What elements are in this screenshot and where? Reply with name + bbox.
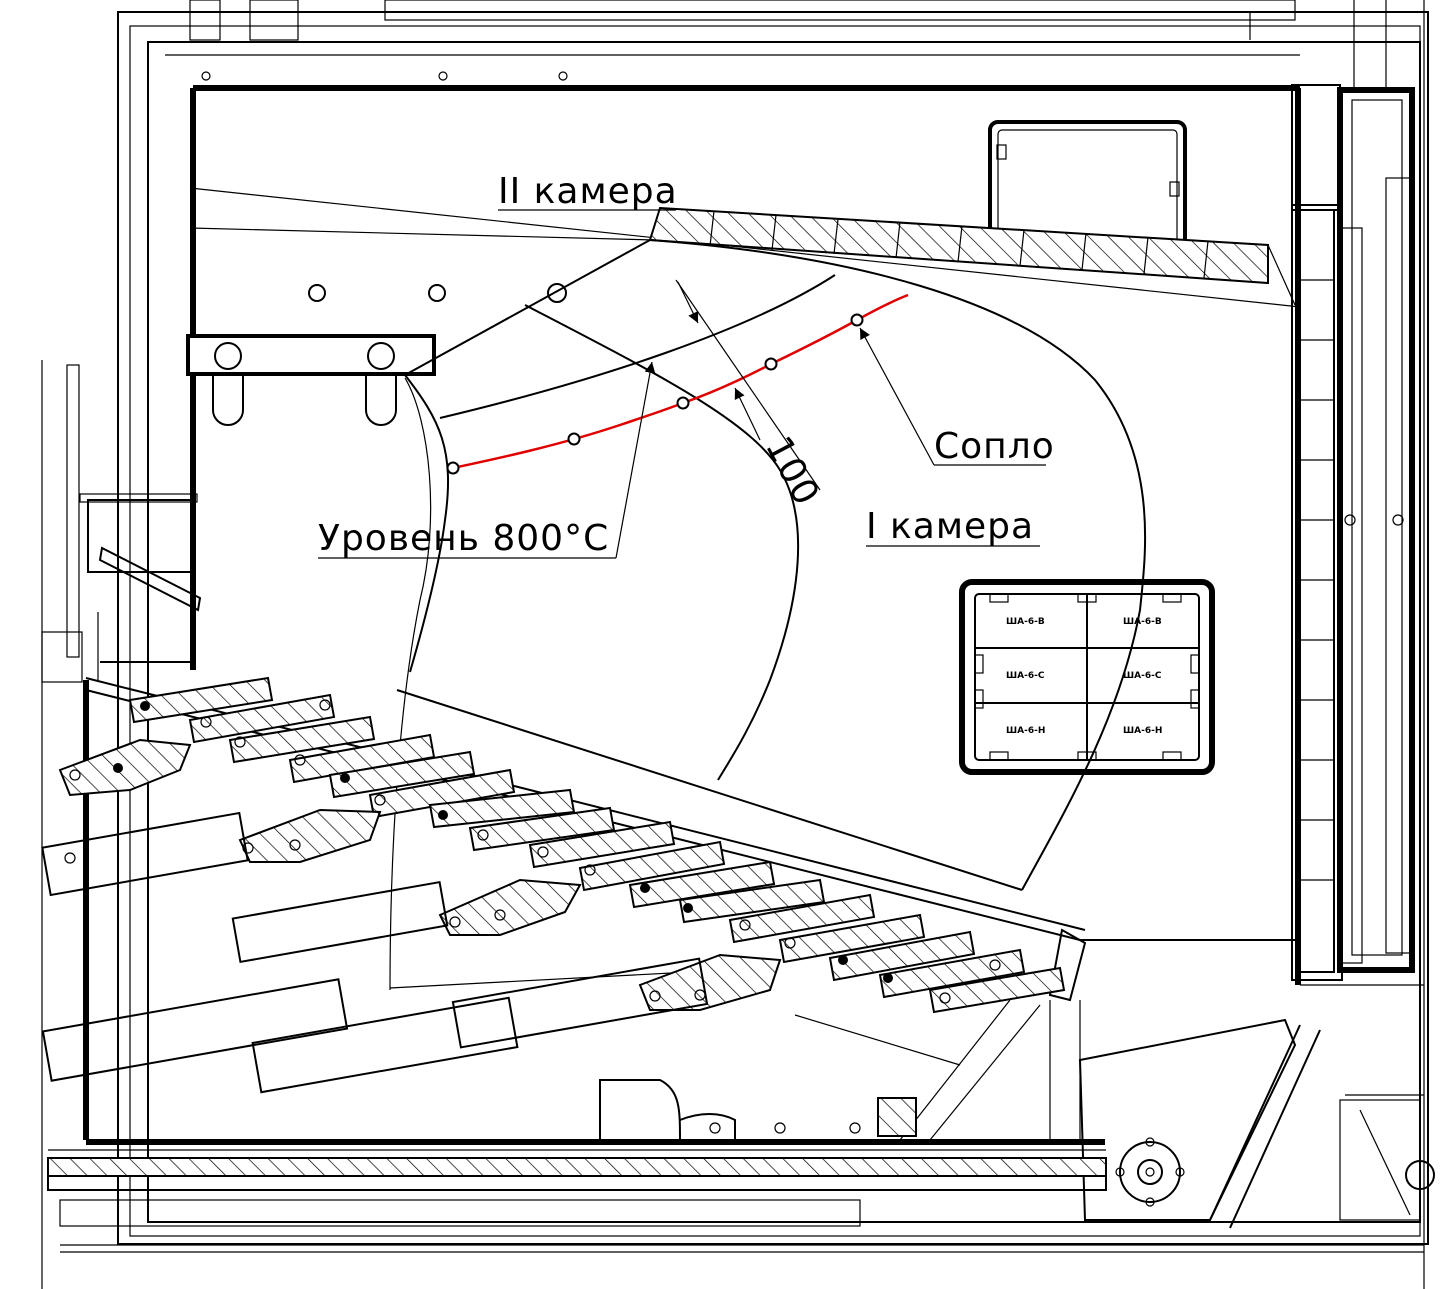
grate-row-2: [528, 820, 1066, 1014]
control-panel: ША-6-В ША-6-В ША-6-С ША-6-С ША-6-Н ША-6-…: [959, 579, 1215, 775]
label-level: Уровень 800°C: [318, 361, 656, 559]
left-exterior: [41, 364, 202, 683]
rivets: [64, 699, 1001, 1004]
panel-cell-1: ША-6-В: [1006, 617, 1045, 627]
label-nozzle: Сопло: [859, 327, 1055, 467]
grate-mechanism: [41, 676, 1087, 1094]
chamber-body: [83, 85, 1301, 1145]
chain-links: [58, 738, 782, 1011]
level-label: Уровень 800°C: [318, 518, 609, 559]
base: [47, 1099, 1435, 1253]
frame-rails: [41, 811, 709, 1094]
chamber-2-label: II камера: [498, 171, 678, 212]
level-800-line: [446, 293, 909, 475]
label-chamber-2: II камера: [498, 171, 678, 212]
right-wall: [1291, 84, 1424, 1096]
panel-cell-2: ША-6-В: [1123, 617, 1162, 627]
panel-cell-6: ША-6-Н: [1123, 726, 1162, 736]
left-bracket: [186, 283, 567, 426]
grate-row-1: [128, 676, 616, 852]
lower-supports: [599, 999, 1321, 1229]
nozzle-label: Сопло: [934, 426, 1055, 467]
outer-frame: [41, 0, 1429, 1289]
refractory-slab: [648, 206, 1296, 306]
chamber-contours: [389, 239, 1147, 991]
panel-cell-3: ША-6-С: [1006, 671, 1045, 681]
label-chamber-1: I камера: [866, 506, 1040, 547]
panel-cell-4: ША-6-С: [1123, 671, 1162, 681]
chamber-1-label: I камера: [866, 506, 1034, 547]
panel-cell-5: ША-6-Н: [1006, 726, 1045, 736]
dimension-label: 100: [757, 430, 827, 513]
